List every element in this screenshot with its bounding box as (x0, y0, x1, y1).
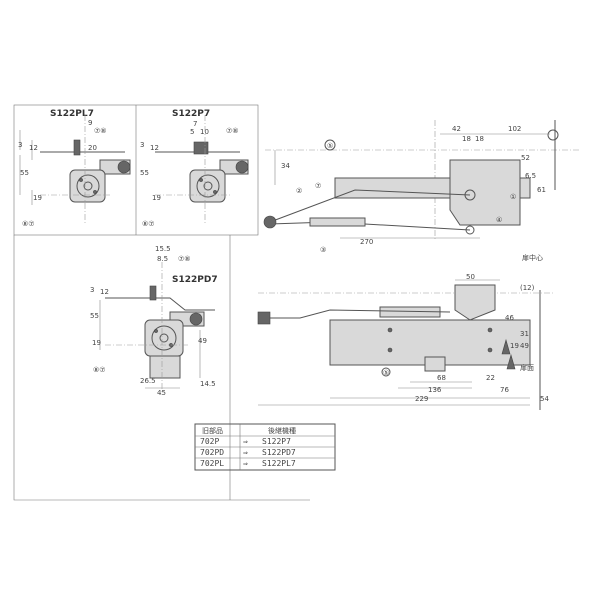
svg-text:55: 55 (20, 169, 29, 177)
panel-s122p7: S122P7 3 12 7 5 10 ⑦⑧ 55 19 ⑧⑦ (140, 109, 249, 228)
arm-lower (269, 221, 471, 231)
svg-text:22: 22 (486, 374, 495, 382)
svg-text:12: 12 (100, 288, 109, 296)
svg-text:(12): (12) (520, 284, 535, 292)
svg-text:19: 19 (92, 339, 101, 347)
svg-text:③: ③ (320, 246, 326, 254)
svg-text:⑦⑧: ⑦⑧ (226, 127, 239, 135)
svg-text:34: 34 (281, 162, 290, 170)
svg-text:6.5: 6.5 (525, 172, 536, 180)
svg-text:102: 102 (508, 125, 521, 133)
svg-text:扉中心: 扉中心 (522, 253, 543, 262)
svg-text:⑧⑦: ⑧⑦ (22, 220, 35, 228)
svg-text:④: ④ (496, 216, 502, 224)
svg-text:68: 68 (437, 374, 446, 382)
svg-text:76: 76 (500, 386, 509, 394)
svg-text:49: 49 (520, 342, 529, 350)
svg-text:⑦⑧: ⑦⑧ (94, 127, 107, 135)
svg-text:⇒: ⇒ (243, 459, 248, 468)
svg-text:⑤: ⑤ (327, 142, 333, 150)
svg-text:扉面: 扉面 (520, 363, 534, 372)
svg-text:136: 136 (428, 386, 442, 394)
svg-text:14.5: 14.5 (200, 380, 216, 388)
table-row-new: S122PD7 (262, 448, 296, 457)
svg-text:3: 3 (140, 141, 144, 149)
svg-text:8.5: 8.5 (157, 255, 168, 263)
table-row-new: S122PL7 (262, 459, 296, 468)
svg-text:3: 3 (18, 141, 22, 149)
svg-text:15.5: 15.5 (155, 245, 171, 253)
bracket-plan (449, 159, 521, 226)
svg-text:19: 19 (152, 194, 161, 202)
hinge-pivot (547, 129, 559, 141)
panel-s122pd7: S122PD7 15.5 8.5 ⑦⑧ 3 12 55 49 19 ⑧⑦ 26.… (90, 245, 218, 397)
model-label-s122p7: S122P7 (172, 109, 210, 119)
svg-text:7: 7 (193, 120, 197, 128)
table-header-new: 後継機種 (268, 426, 296, 435)
table-row-old: 702P (200, 437, 219, 446)
svg-text:3: 3 (90, 286, 94, 294)
svg-text:52: 52 (521, 154, 530, 162)
svg-text:45: 45 (157, 389, 166, 397)
svg-text:19: 19 (510, 342, 519, 350)
svg-text:②: ② (296, 187, 302, 195)
svg-text:①: ① (510, 193, 516, 201)
svg-text:42: 42 (452, 125, 461, 133)
svg-text:20: 20 (88, 144, 97, 152)
svg-text:12: 12 (150, 144, 159, 152)
svg-text:49: 49 (198, 337, 207, 345)
model-label-s122pd7: S122PD7 (172, 275, 218, 285)
svg-text:26.5: 26.5 (140, 377, 156, 385)
plan-view: 42 102 18 18 52 34 ⑤ ⑦ 230 ② ③ ④ ① 270 6… (263, 120, 580, 262)
svg-text:229: 229 (415, 395, 428, 403)
svg-text:⇒: ⇒ (243, 437, 248, 446)
panel-s122pl7: S122PL7 3 12 9 20 ⑦⑧ 55 19 ⑧⑦ (18, 109, 131, 228)
svg-text:12: 12 (29, 144, 38, 152)
svg-text:50: 50 (466, 273, 475, 281)
table-header-old: 旧部品 (202, 426, 223, 435)
svg-text:55: 55 (140, 169, 149, 177)
svg-text:9: 9 (88, 119, 92, 127)
svg-text:⇒: ⇒ (243, 448, 248, 457)
svg-text:⑧⑦: ⑧⑦ (142, 220, 155, 228)
table-row-new: S122P7 (262, 437, 291, 446)
svg-text:19: 19 (33, 194, 42, 202)
frame-left-bottom (13, 235, 310, 501)
svg-text:270: 270 (360, 238, 373, 246)
svg-text:5: 5 (190, 128, 194, 136)
svg-text:54: 54 (540, 395, 549, 403)
svg-text:⑧⑦: ⑧⑦ (93, 366, 106, 374)
table-row-old: 702PL (200, 459, 224, 468)
svg-text:46: 46 (505, 314, 514, 322)
svg-text:61: 61 (537, 186, 546, 194)
svg-text:18: 18 (462, 135, 471, 143)
arm-elev (265, 309, 451, 319)
svg-text:⑤: ⑤ (383, 369, 389, 377)
svg-text:18: 18 (475, 135, 484, 143)
svg-text:55: 55 (90, 312, 99, 320)
table-row-old: 702PD (200, 448, 224, 457)
arm-upper (269, 189, 471, 223)
svg-text:⑦: ⑦ (315, 182, 321, 190)
elevation-view: 50 (12) 46 31 19 49 ⑤ 68 22 136 76 229 5… (257, 273, 555, 410)
svg-text:10: 10 (200, 128, 209, 136)
replacement-table: 旧部品 後継機種 702P ⇒ S122P7 702PD ⇒ S122PD7 7… (194, 423, 336, 471)
svg-text:31: 31 (520, 330, 529, 338)
model-label-s122pl7: S122PL7 (50, 109, 94, 119)
bracket-elev (454, 284, 496, 321)
svg-text:⑦⑧: ⑦⑧ (178, 255, 191, 263)
